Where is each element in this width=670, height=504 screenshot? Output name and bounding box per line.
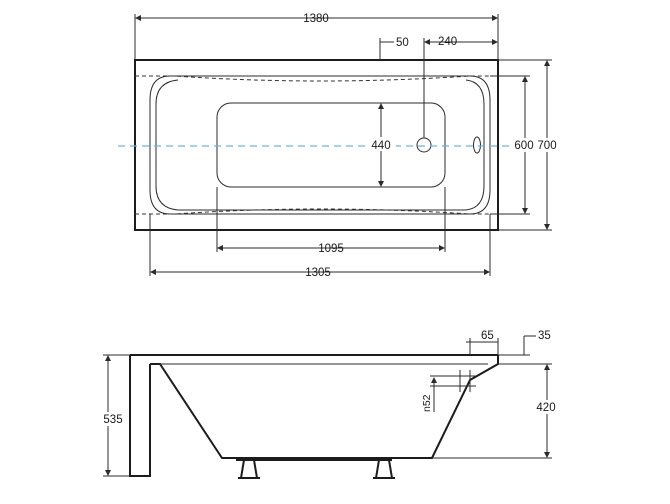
overflow-icon: [473, 136, 481, 154]
dim-drain-offset: 240: [438, 36, 457, 48]
basin-bottom: [216, 102, 446, 188]
dim-overflow-height: n52: [421, 394, 433, 412]
dim-rim-thickness: 35: [538, 330, 551, 342]
inner-basin: [149, 75, 491, 215]
dim-bottom-length: 1095: [318, 243, 344, 255]
rim-line-top: [135, 75, 498, 82]
dim-total-height: 535: [103, 414, 122, 426]
dim-inner-length: 1305: [305, 267, 331, 279]
inner-basin-rim: [155, 79, 485, 211]
dim-overflow-offset: 50: [396, 37, 409, 49]
top-view: 1380 50 240 440 600 700 1095 1305: [118, 13, 558, 279]
tub-outline-top: [134, 59, 499, 231]
dim-inner-height: 420: [536, 402, 555, 414]
support-feet: [236, 459, 395, 479]
foot-left: [239, 459, 259, 479]
drain-icon: [416, 137, 432, 153]
tub-body: [150, 355, 499, 459]
side-view: 535 65 35 420 n52: [100, 330, 558, 479]
foot-right: [374, 459, 394, 479]
dim-rim-width: 65: [481, 330, 494, 342]
dim-inner-width: 440: [371, 140, 390, 152]
dim-overall-width: 700: [537, 140, 556, 152]
dim-overall-length: 1380: [303, 13, 329, 25]
dim-inner-depth: 600: [514, 140, 533, 152]
front-panel: [129, 355, 151, 477]
